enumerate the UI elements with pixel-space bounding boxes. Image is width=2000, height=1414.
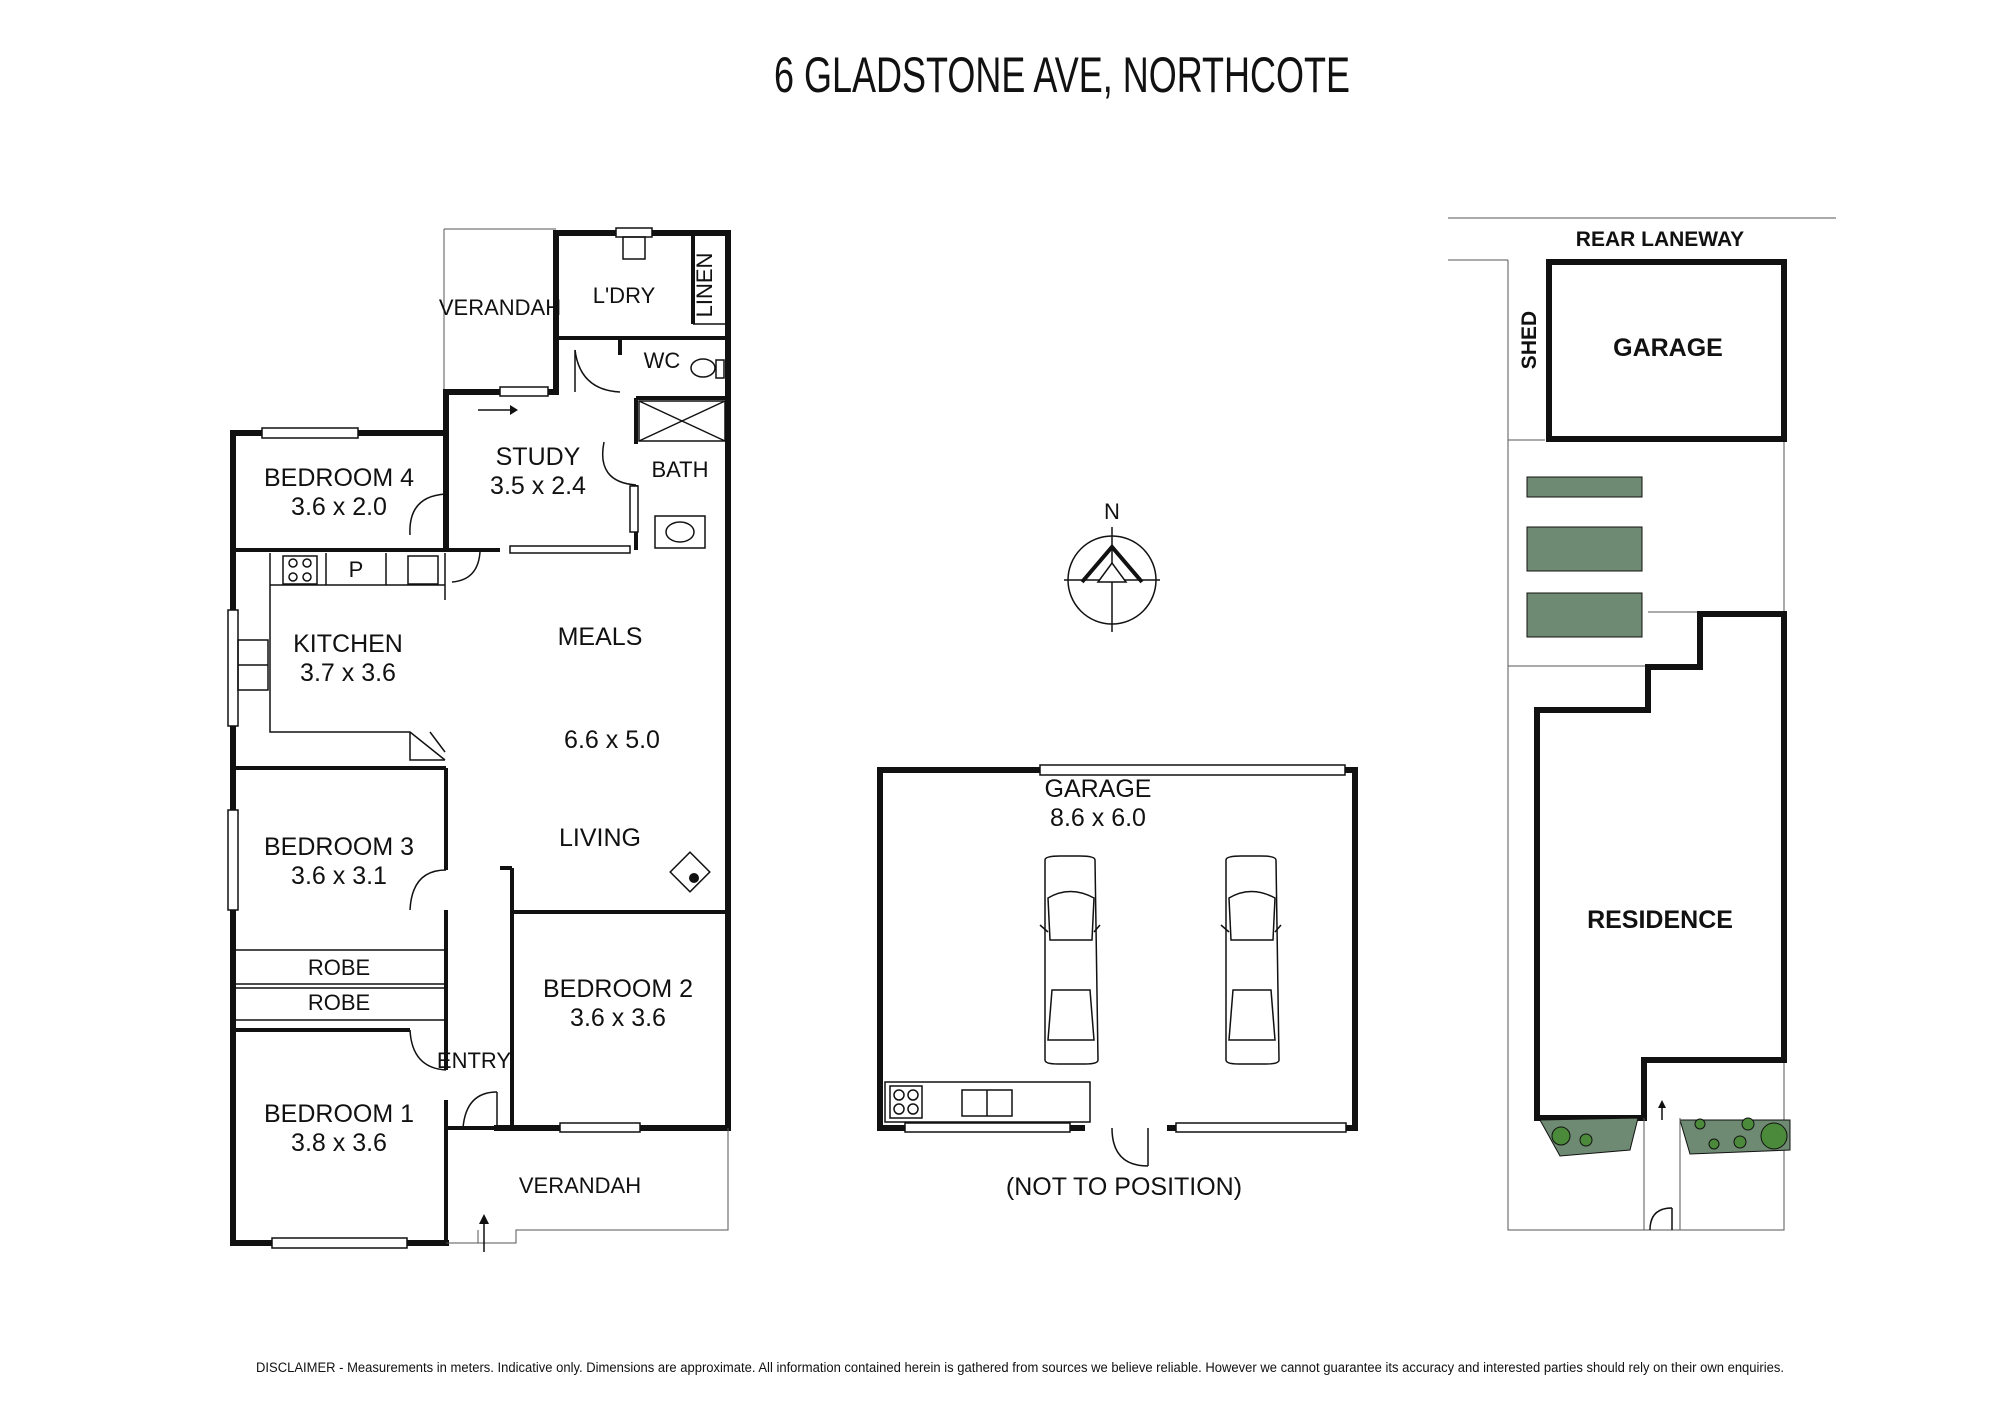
- shrub-icon: [1579, 1133, 1593, 1147]
- label-shed: SHED: [1518, 311, 1541, 369]
- shrub-icon: [1708, 1138, 1720, 1150]
- garden-bed: [1526, 526, 1643, 572]
- detached-garage-plan: GARAGE 8.6 x 6.0 (NOT TO POSITION): [877, 764, 1358, 1201]
- garden-bed: [1526, 476, 1643, 498]
- label-rear-laneway: REAR LANEWAY: [1576, 228, 1744, 251]
- car-icon: [1039, 855, 1101, 1065]
- main-floor-plan: VERANDAH L'DRY LINEN WC BEDROOM 4 3.6 x …: [227, 227, 731, 1252]
- label-meals: MEALS: [558, 623, 643, 651]
- label-robe-2: ROBE: [308, 990, 370, 1015]
- north-label: N: [1104, 499, 1120, 524]
- shrub-icon: [1551, 1126, 1571, 1146]
- label-linen: LINEN: [692, 253, 717, 318]
- label-verandah-front: VERANDAH: [519, 1173, 641, 1198]
- label-site-garage: GARAGE: [1613, 334, 1723, 362]
- car-icon: [1220, 855, 1282, 1065]
- label-living: LIVING: [559, 824, 641, 852]
- label-bedroom1-size: 3.8 x 3.6: [291, 1129, 387, 1157]
- label-wc: WC: [644, 348, 681, 373]
- label-kitchen-name: KITCHEN: [293, 630, 403, 658]
- label-bedroom4-size: 3.6 x 2.0: [291, 493, 387, 521]
- shrub-icon: [1760, 1122, 1788, 1150]
- label-laundry: L'DRY: [593, 283, 656, 308]
- label-residence: RESIDENCE: [1587, 906, 1733, 934]
- label-bedroom3-size: 3.6 x 3.1: [291, 862, 387, 890]
- label-entry: ENTRY: [437, 1048, 511, 1073]
- label-verandah-rear: VERANDAH: [439, 295, 561, 320]
- shrub-icon: [1733, 1135, 1747, 1149]
- label-study-name: STUDY: [496, 443, 581, 471]
- garden-bed: [1679, 1119, 1791, 1155]
- label-garage-name: GARAGE: [1045, 775, 1152, 803]
- label-bedroom2-size: 3.6 x 3.6: [570, 1004, 666, 1032]
- shrub-icon: [1741, 1117, 1755, 1131]
- label-meals-living-size: 6.6 x 5.0: [564, 726, 660, 754]
- site-plan: REAR LANEWAY GARAGE SHED RESIDENCE: [1448, 217, 1836, 1231]
- label-bedroom2-name: BEDROOM 2: [543, 975, 693, 1003]
- label-bedroom1-name: BEDROOM 1: [264, 1100, 414, 1128]
- north-compass: N: [1064, 499, 1160, 632]
- shrub-icon: [1694, 1118, 1706, 1130]
- label-robe-1: ROBE: [308, 955, 370, 980]
- label-study-size: 3.5 x 2.4: [490, 472, 586, 500]
- label-bath: BATH: [651, 457, 708, 482]
- page-title: 6 GLADSTONE AVE, NORTHCOTE: [774, 47, 1350, 103]
- label-bedroom4-name: BEDROOM 4: [264, 464, 414, 492]
- garden-bed: [1526, 592, 1643, 638]
- label-bedroom3-name: BEDROOM 3: [264, 833, 414, 861]
- label-garage-size: 8.6 x 6.0: [1050, 804, 1146, 832]
- label-garage-note: (NOT TO POSITION): [1006, 1173, 1242, 1201]
- disclaimer: DISCLAIMER - Measurements in meters. Ind…: [256, 1360, 1784, 1375]
- label-pantry: P: [349, 557, 364, 582]
- label-kitchen-size: 3.7 x 3.6: [300, 659, 396, 687]
- north-arrow-icon: [1096, 561, 1128, 583]
